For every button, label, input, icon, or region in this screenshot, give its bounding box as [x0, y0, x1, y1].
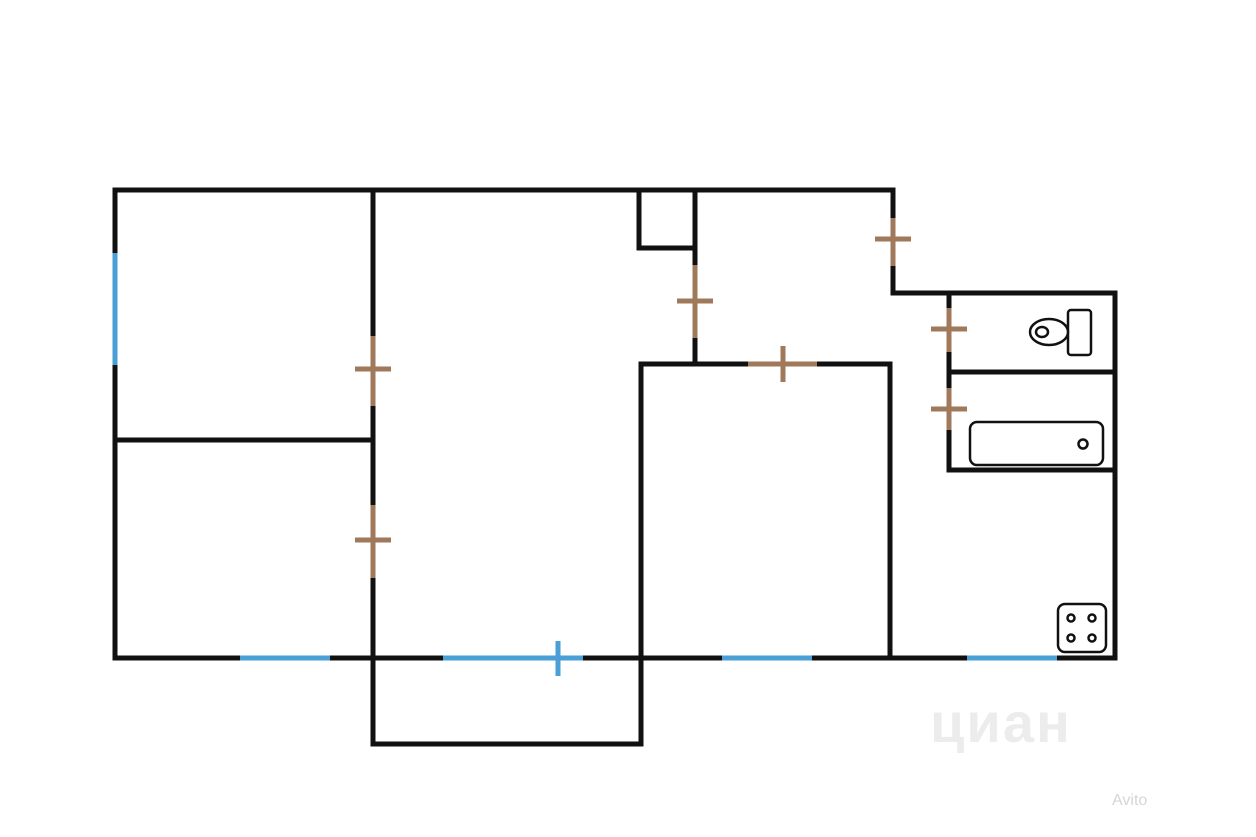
windows — [112, 253, 1057, 676]
stove-icon — [1056, 602, 1108, 654]
balcony — [370, 655, 644, 747]
door-bathroom — [931, 388, 967, 430]
door-hall-closet — [677, 265, 713, 338]
interior-walls — [112, 187, 1118, 661]
cian-watermark: циан — [930, 691, 1072, 754]
door-entrance — [875, 218, 911, 266]
door-room-3 — [748, 346, 817, 382]
doors — [355, 218, 967, 578]
door-toilet — [931, 308, 967, 352]
outer-walls — [112, 187, 1118, 661]
toilet-icon — [1028, 308, 1093, 357]
avito-watermark: Avito — [1112, 792, 1148, 809]
door-room-1 — [355, 336, 391, 406]
door-room-2 — [355, 505, 391, 578]
bathtub-icon — [968, 420, 1105, 467]
